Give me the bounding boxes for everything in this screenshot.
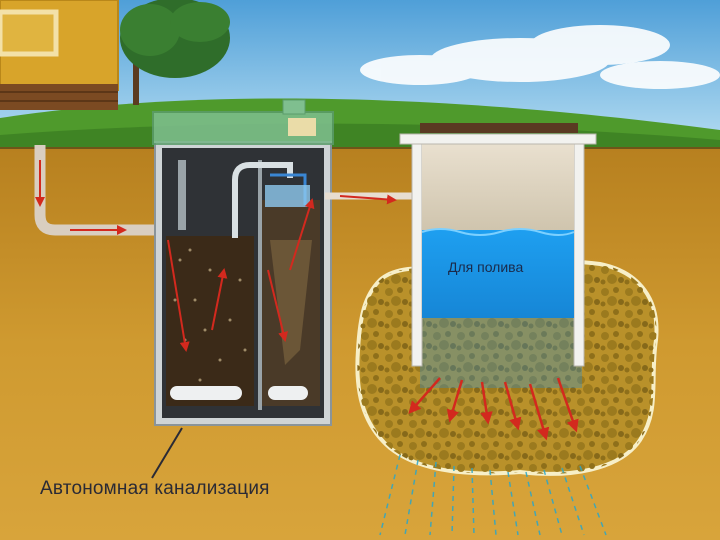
house [0, 0, 118, 110]
well-lid [420, 123, 578, 133]
diagram-caption: Автономная канализация [40, 478, 270, 500]
aerator-left [170, 386, 242, 400]
aerator-right [268, 386, 308, 400]
septic-tank [153, 100, 333, 425]
water-label: Для полива [448, 259, 568, 275]
